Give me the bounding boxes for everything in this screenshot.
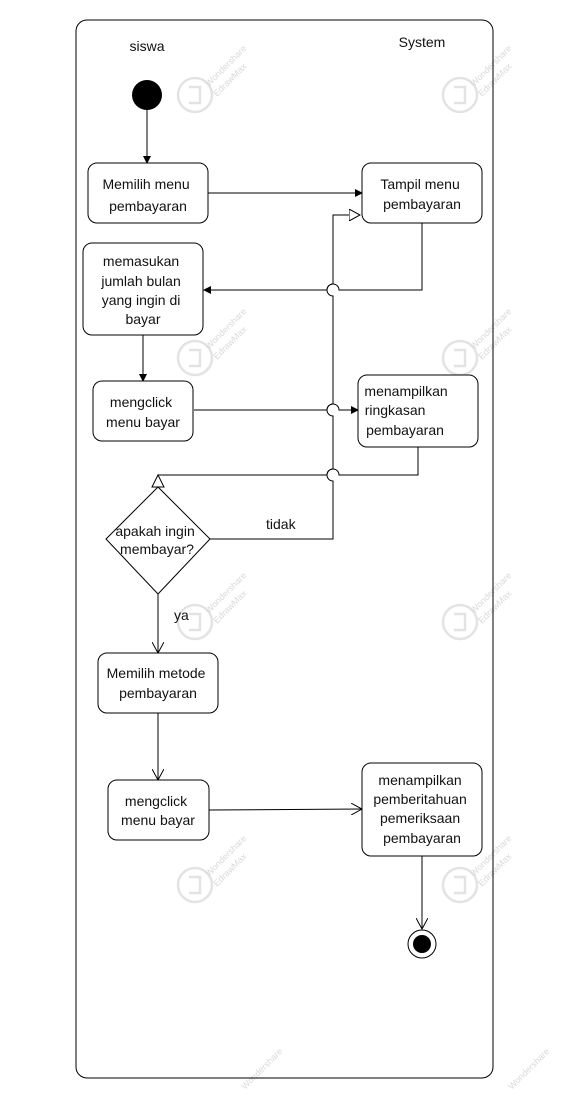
action-label: Tampil menu pembayaran xyxy=(380,176,463,212)
watermark-logo-icon: Wondershare EdrawMax xyxy=(176,833,249,904)
lane-label-siswa: siswa xyxy=(129,38,164,54)
watermark-text-fragment: Wondershare xyxy=(239,1046,284,1091)
watermark-text: Wondershare xyxy=(239,1046,284,1091)
edge-mengclick-to-ringkasan xyxy=(194,403,359,414)
edge-label-ya: ya xyxy=(174,607,189,623)
action-tampil-menu: Tampil menu pembayaran xyxy=(361,162,483,224)
edge-decision-no xyxy=(210,215,360,540)
edge-tampil-to-memasukan xyxy=(203,223,423,294)
action-mengclick-menu-bayar-2: mengclick menu bayar xyxy=(107,779,210,841)
decision-label: apakah ingin membayar? xyxy=(115,523,198,557)
final-node xyxy=(407,929,437,959)
edge-mengclick-to-pemberitahuan xyxy=(208,809,362,810)
action-menampilkan-pemberitahuan: menampilkan pemberitahuan pemeriksaan pe… xyxy=(361,762,483,857)
decision-node: apakah ingin membayar? xyxy=(105,486,211,595)
watermark-logo-icon: Wondershare EdrawMax xyxy=(441,570,514,641)
edge-ringkasan-to-decision xyxy=(158,447,419,476)
watermark-logo-icon: Wondershare EdrawMax xyxy=(441,306,514,377)
decision-diamond xyxy=(105,486,211,595)
watermark-logo-icon: Wondershare EdrawMax xyxy=(441,43,514,114)
action-label: menampilkan pemberitahuan pemeriksaan pe… xyxy=(373,772,470,846)
lane-label-system: System xyxy=(399,34,446,50)
action-label: menampilkan ringkasan pembayaran xyxy=(364,383,451,438)
action-mengclick-menu-bayar-1: mengclick menu bayar xyxy=(92,380,194,442)
watermark-logo-icon: Wondershare EdrawMax xyxy=(176,570,249,641)
action-memilih-metode: Memilih metode pembayaran xyxy=(97,652,219,714)
watermark-text: Wondershare xyxy=(506,1046,551,1091)
action-label: Memilih metode pembayaran xyxy=(107,665,210,701)
watermark-text-fragment: Wondershare xyxy=(506,1046,551,1091)
initial-node xyxy=(132,80,162,110)
action-label: mengclick menu bayar xyxy=(121,793,195,828)
decision-merge-arrow xyxy=(151,473,165,488)
watermark-logo-icon: Wondershare EdrawMax xyxy=(176,43,249,114)
edge-label-tidak: tidak xyxy=(266,516,297,532)
action-label: Memilih menu pembayaran xyxy=(102,176,193,214)
edges xyxy=(139,110,423,929)
action-menampilkan-ringkasan: menampilkan ringkasan pembayaran xyxy=(357,374,479,448)
swimlane-frame xyxy=(75,19,494,1079)
action-label: mengclick menu bayar xyxy=(106,394,180,430)
action-label: memasukan jumlah bulan yang ingin di bay… xyxy=(100,253,184,327)
action-memasukan: memasukan jumlah bulan yang ingin di bay… xyxy=(82,242,204,336)
action-memilih-menu: Memilih menu pembayaran xyxy=(87,162,209,224)
